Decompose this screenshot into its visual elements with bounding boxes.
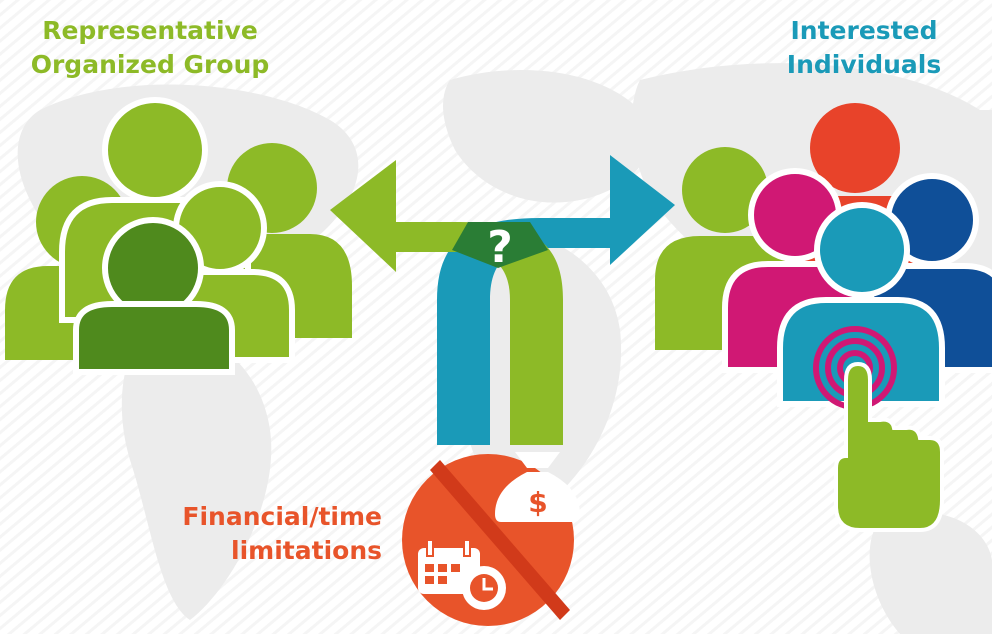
hand-pointer-icon — [834, 361, 944, 532]
left-group-title-line-2: Organized Group — [30, 50, 270, 79]
right-group-title-line-1: Interested — [790, 16, 938, 45]
left-group-icon — [5, 97, 352, 375]
left-group-title: Representative Organized Group — [12, 14, 288, 82]
dollar-sign-text: $ — [528, 486, 547, 519]
prohibited-sign-icon — [430, 460, 570, 620]
green-arrow — [330, 160, 563, 445]
constraint-label: Financial/time limitations — [150, 500, 382, 568]
person-front — [73, 217, 235, 375]
right-group-title-line-2: Individuals — [786, 50, 942, 79]
right-group-icon — [655, 103, 992, 532]
left-group-title-line-1: Representative — [42, 16, 258, 45]
right-group-title: Interested Individuals — [736, 14, 992, 82]
blue-arrow — [437, 155, 675, 445]
arrow-junction: ? — [452, 222, 548, 273]
limitations-icon: $ — [402, 452, 580, 626]
money-bag-icon: $ — [495, 452, 580, 522]
calendar-clock-icon — [418, 539, 506, 610]
constraint-label-line-1: Financial/time — [182, 502, 382, 531]
constraint-label-line-2: limitations — [231, 536, 382, 565]
question-mark-text: ? — [487, 222, 513, 273]
